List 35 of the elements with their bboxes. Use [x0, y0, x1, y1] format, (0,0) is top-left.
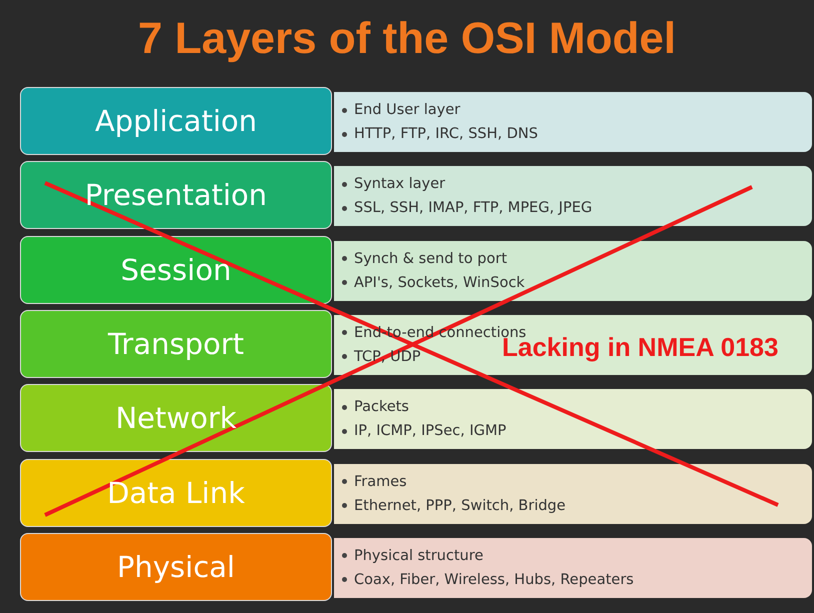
description-panel	[334, 538, 812, 598]
layer-box	[20, 87, 332, 155]
layer-name: Physical	[117, 550, 235, 584]
layer-name: Session	[120, 252, 232, 287]
layer-name: Network	[115, 401, 237, 436]
bullet-item: IP, ICMP, IPSec, IGMP	[354, 422, 506, 442]
bullet-item: TCP, UDP	[354, 348, 421, 367]
layer-box	[20, 458, 332, 526]
description-panel	[334, 166, 812, 226]
layer-box	[20, 161, 332, 230]
layer-box	[20, 236, 332, 304]
description-panel	[334, 240, 812, 301]
description-panel	[334, 389, 812, 450]
layer-name: Transport	[108, 326, 244, 361]
bullet-item: Ethernet, PPP, Switch, Bridge	[354, 496, 566, 516]
bullet-item: SSL, SSH, IMAP, FTP, MPEG, JPEG	[354, 199, 592, 218]
bullet-item: Synch & send to port	[354, 250, 508, 269]
layer-name: Presentation	[84, 178, 268, 212]
layer-name: Application	[94, 104, 258, 138]
bullet-item: Syntax layer	[354, 175, 446, 194]
layer-box	[20, 532, 332, 601]
layer-box	[20, 384, 332, 452]
bullet-item: Frames	[354, 472, 407, 492]
description-panel	[334, 464, 812, 524]
bullet-item: Physical structure	[354, 546, 484, 566]
layer-name: Data Link	[107, 476, 245, 510]
bullet-item: Coax, Fiber, Wireless, Hubs, Repeaters	[354, 570, 634, 590]
bullet-item: HTTP, FTP, IRC, SSH, DNS	[354, 125, 538, 144]
description-panel	[334, 314, 812, 375]
bullet-item: API's, Sockets, WinSock	[354, 274, 525, 293]
bullet-item: End User layer	[354, 101, 460, 120]
diagram-title: 7 Layers of the OSI Model	[137, 14, 677, 64]
layer-box	[20, 310, 332, 378]
bullet-item: Packets	[354, 398, 409, 418]
description-panel	[334, 92, 812, 152]
